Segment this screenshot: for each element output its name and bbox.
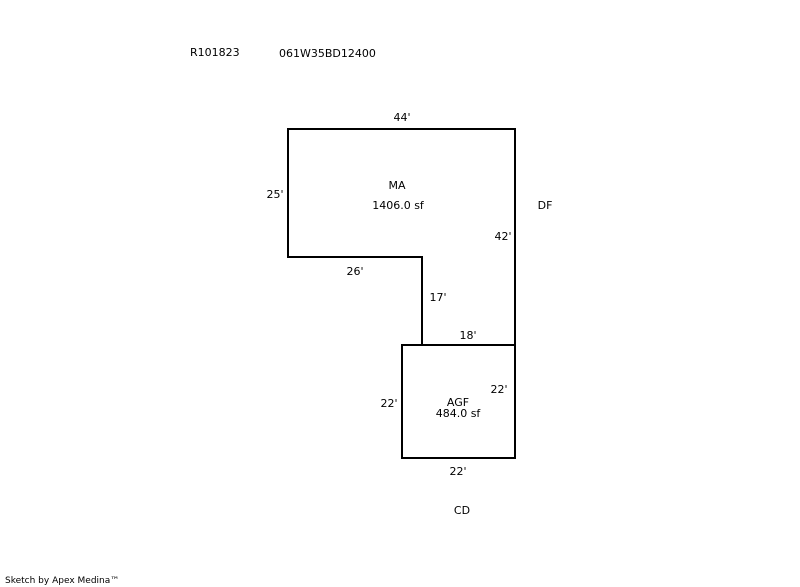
main-area-dim-right: 42' bbox=[494, 230, 511, 243]
main-area-dim-step-bottom: 26' bbox=[346, 265, 363, 278]
garage-size: 484.0 sf bbox=[436, 407, 482, 420]
main-area-dim-bottom: 18' bbox=[459, 329, 476, 342]
garage-dim-left: 22' bbox=[380, 397, 397, 410]
garage-label: AGF bbox=[447, 396, 469, 409]
main-area-outline bbox=[287, 128, 516, 346]
main-area-label: MA bbox=[388, 179, 405, 192]
main-area-dim-left: 25' bbox=[266, 188, 283, 201]
map-tax-lot: 061W35BD12400 bbox=[279, 47, 376, 60]
garage-dim-right: 22' bbox=[490, 383, 507, 396]
account-id: R101823 bbox=[190, 46, 240, 59]
garage-dim-bottom: 22' bbox=[449, 465, 466, 478]
deck-label-bottom: CD bbox=[454, 504, 470, 517]
main-area-size: 1406.0 sf bbox=[372, 199, 425, 212]
main-area-dim-step-side: 17' bbox=[429, 291, 446, 304]
deck-label-right: DF bbox=[538, 199, 553, 212]
sketch-credit: Sketch by Apex Medina™ bbox=[5, 576, 119, 586]
garage-outline bbox=[401, 344, 516, 459]
main-area-dim-top: 44' bbox=[393, 111, 410, 124]
